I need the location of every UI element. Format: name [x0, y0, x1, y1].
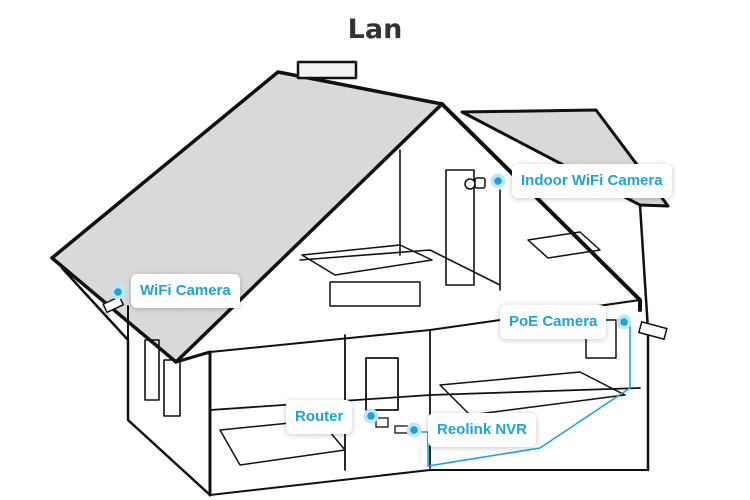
diagram-title: Lan — [347, 14, 403, 45]
lan-cable — [427, 324, 631, 467]
location-markers — [110, 173, 632, 438]
wifi-camera-device — [102, 295, 125, 314]
reolink-nvr-label: Reolink NVR — [428, 413, 537, 447]
poe-camera-device — [637, 320, 668, 341]
router-device — [375, 417, 389, 428]
indoor-wifi-camera-label: Indoor WiFi Camera — [512, 164, 672, 198]
indoor-wifi-camera-device — [464, 177, 486, 190]
front-wall — [174, 350, 212, 497]
main-roof — [50, 70, 444, 364]
wifi-camera-label: WiFi Camera — [131, 274, 240, 308]
router-label: Router — [286, 400, 353, 434]
left-wall — [60, 266, 212, 497]
poe-camera-label: PoE Camera — [500, 305, 607, 339]
chimney — [296, 60, 358, 80]
